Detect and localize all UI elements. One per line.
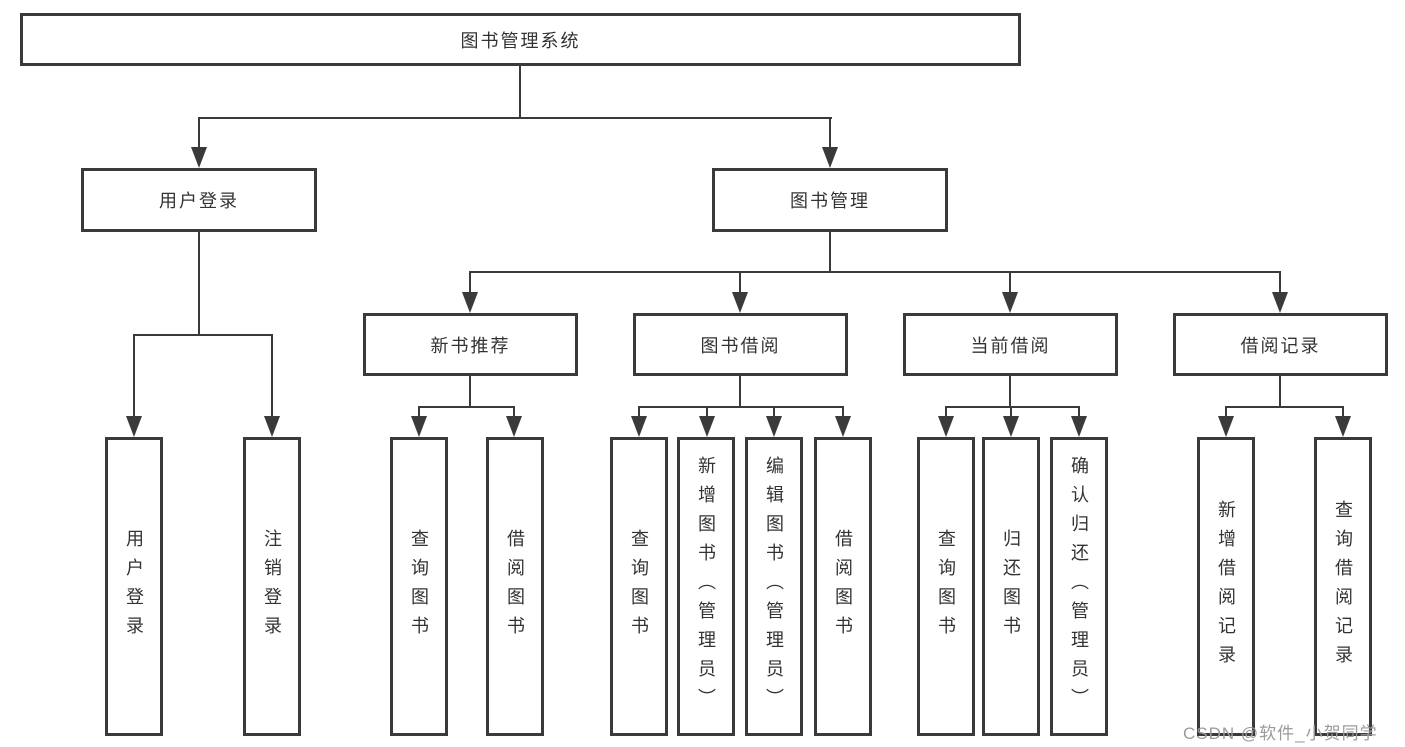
connector-line: [945, 406, 947, 418]
connector-line: [739, 376, 741, 408]
connector-line: [706, 406, 708, 418]
connector-line: [198, 117, 200, 149]
arrow-down-icon: [938, 416, 954, 437]
connector-line: [1009, 376, 1011, 408]
connector-line: [418, 406, 420, 418]
arrow-down-icon: [835, 416, 851, 437]
connector-line: [1342, 406, 1344, 418]
leaf-edit-books-admin: 编辑图书（管理员）: [745, 437, 803, 736]
arrow-down-icon: [191, 147, 207, 168]
connector-line: [638, 406, 640, 418]
arrow-down-icon: [411, 416, 427, 437]
connector-line: [1009, 271, 1011, 294]
node-book-management: 图书管理: [712, 168, 948, 232]
node-borrowing-records: 借阅记录: [1173, 313, 1388, 376]
arrow-down-icon: [462, 292, 478, 313]
connector-line: [1225, 406, 1227, 418]
arrow-down-icon: [732, 292, 748, 313]
connector-line: [946, 406, 1079, 408]
arrow-down-icon: [1335, 416, 1351, 437]
csdn-watermark: CSDN @软件_小贺同学: [1183, 724, 1378, 743]
connector-line: [1279, 271, 1281, 294]
connector-line: [519, 66, 521, 117]
arrow-down-icon: [1218, 416, 1234, 437]
arrow-down-icon: [1002, 292, 1018, 313]
leaf-confirm-return-admin: 确认归还（管理员）: [1050, 437, 1108, 736]
arrow-down-icon: [264, 416, 280, 437]
connector-line: [419, 406, 515, 408]
connector-line: [470, 271, 1281, 273]
leaf-logout: 注销登录: [243, 437, 301, 736]
connector-line: [198, 232, 200, 336]
connector-line: [829, 232, 831, 273]
connector-line: [133, 334, 135, 418]
connector-line: [1078, 406, 1080, 418]
connector-line: [469, 271, 471, 294]
arrow-down-icon: [1003, 416, 1019, 437]
connector-line: [639, 406, 844, 408]
arrow-down-icon: [126, 416, 142, 437]
leaf-return-books: 归还图书: [982, 437, 1040, 736]
arrow-down-icon: [766, 416, 782, 437]
arrow-down-icon: [1272, 292, 1288, 313]
node-book-borrowing: 图书借阅: [633, 313, 848, 376]
connector-line: [829, 117, 831, 149]
connector-line: [1010, 406, 1012, 418]
connector-line: [198, 117, 832, 119]
leaf-borrow-books-recommend: 借阅图书: [486, 437, 544, 736]
arrow-down-icon: [822, 147, 838, 168]
leaf-query-books-current: 查询图书: [917, 437, 975, 736]
node-user-login: 用户登录: [81, 168, 317, 232]
connector-line: [773, 406, 775, 418]
arrow-down-icon: [699, 416, 715, 437]
node-new-book-recommend: 新书推荐: [363, 313, 578, 376]
leaf-borrow-books-borrowing: 借阅图书: [814, 437, 872, 736]
leaf-query-books-recommend: 查询图书: [390, 437, 448, 736]
connector-line: [271, 334, 273, 418]
connector-line: [133, 334, 273, 336]
connector-line: [1226, 406, 1344, 408]
node-root-system: 图书管理系统: [20, 13, 1021, 66]
leaf-user-login: 用户登录: [105, 437, 163, 736]
leaf-query-borrow-record: 查询借阅记录: [1314, 437, 1372, 736]
connector-line: [739, 271, 741, 294]
connector-line: [513, 406, 515, 418]
arrow-down-icon: [1071, 416, 1087, 437]
connector-line: [842, 406, 844, 418]
leaf-add-borrow-record: 新增借阅记录: [1197, 437, 1255, 736]
connector-line: [469, 376, 471, 408]
leaf-query-books-borrowing: 查询图书: [610, 437, 668, 736]
connector-line: [1279, 376, 1281, 408]
arrow-down-icon: [631, 416, 647, 437]
node-current-borrowing: 当前借阅: [903, 313, 1118, 376]
leaf-add-books-admin: 新增图书（管理员）: [677, 437, 735, 736]
arrow-down-icon: [506, 416, 522, 437]
